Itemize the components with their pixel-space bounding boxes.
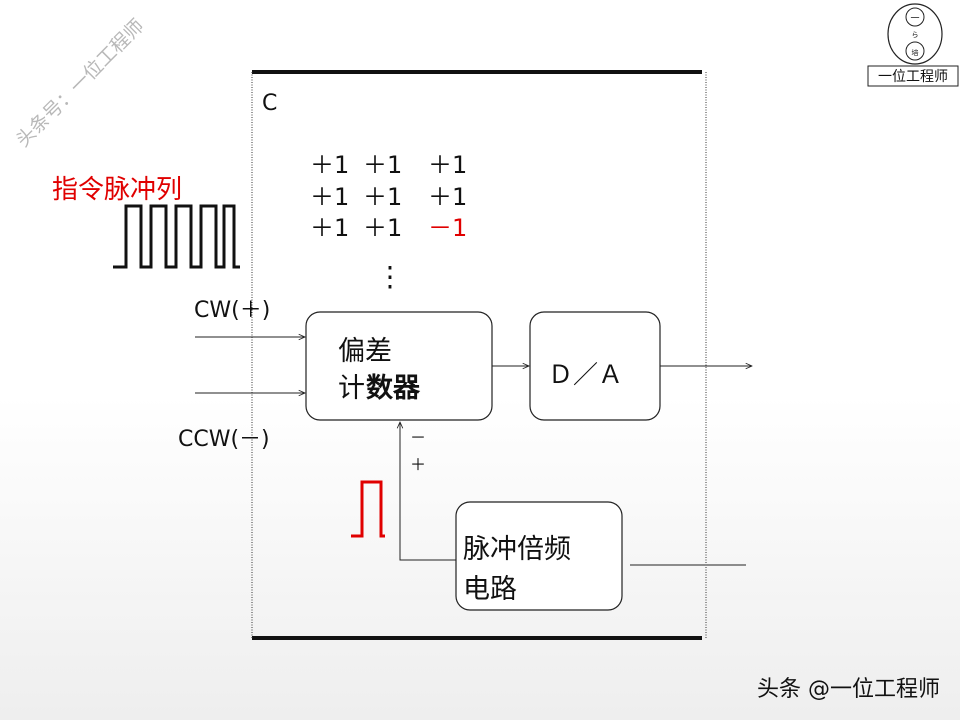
count-ellipsis: ⋮ [376, 260, 404, 293]
logo: 一 ら 培 一位工程师 [867, 3, 959, 87]
pulse-multiplier-box [455, 501, 623, 611]
watermark-top-left: 头条号：一位工程师 [12, 15, 148, 151]
feedback-minus-sign: － [410, 428, 426, 447]
multiplier-label-line1: 脉冲倍频 [463, 534, 571, 565]
pulse-train-label: 指令脉冲列 [52, 175, 182, 205]
watermark-bottom-right: 头条 @一位工程师 [757, 677, 940, 702]
feedback-pulse-waveform [351, 480, 385, 538]
count-r2c2: ＋1 [363, 183, 402, 211]
count-r3c3: －1 [428, 214, 467, 242]
count-r3c2: ＋1 [363, 214, 402, 242]
count-grid: ＋1 ＋1 ＋1 ＋1 ＋1 ＋1 ＋1 ＋1 －1 ⋮ [310, 151, 467, 293]
multiplier-label-line2: 电路 [463, 574, 517, 605]
ccw-label: CCW(－) [178, 427, 270, 452]
da-label: Ｄ／Ａ [548, 360, 623, 389]
pulse-train-waveform [113, 204, 240, 269]
feedback-plus-sign: ＋ [410, 455, 426, 474]
count-r1c1: ＋1 [310, 151, 349, 179]
count-r2c3: ＋1 [428, 183, 467, 211]
count-r3c1: ＋1 [310, 214, 349, 242]
logo-glyph-bottom: 培 [912, 48, 919, 57]
logo-caption: 一位工程师 [878, 69, 948, 85]
count-r2c1: ＋1 [310, 183, 349, 211]
cw-label: CW(＋) [194, 298, 270, 323]
count-r1c3: ＋1 [428, 151, 467, 179]
counter-label-line2a: 计 [338, 373, 365, 404]
counter-label-line1: 偏差 [338, 336, 392, 367]
controller-frame [251, 70, 707, 640]
feedback-path [400, 422, 456, 561]
counter-label-line2b: 数器 [366, 373, 421, 404]
logo-glyph-mid: ら [912, 31, 919, 39]
logo-glyph-top: 一 [910, 14, 919, 24]
controller-label: C [262, 91, 277, 116]
count-r1c2: ＋1 [363, 151, 402, 179]
